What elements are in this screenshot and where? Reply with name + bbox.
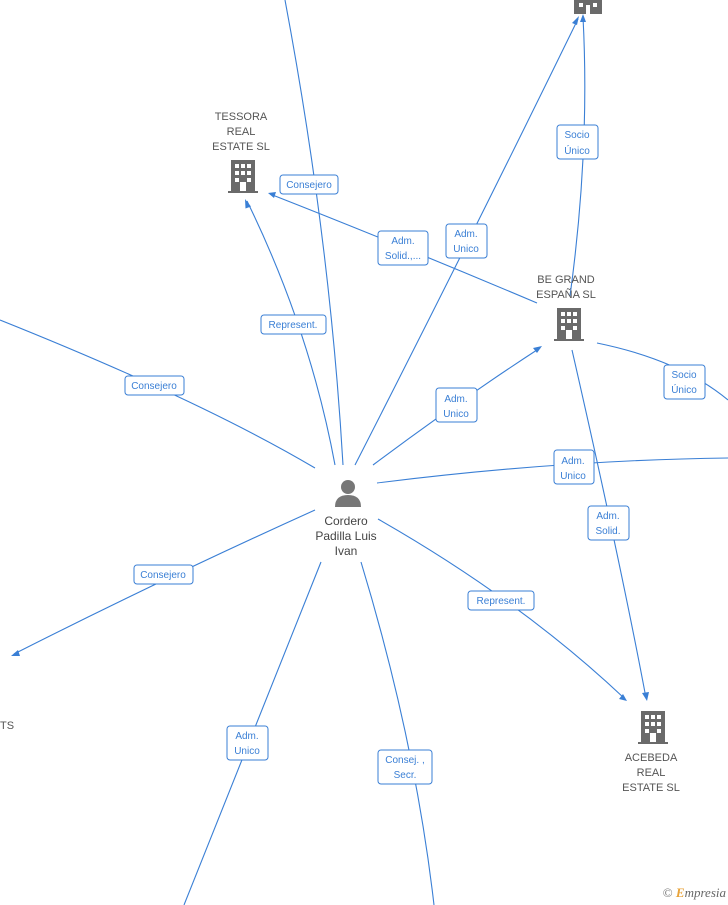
edge-label-text: Único bbox=[564, 144, 590, 157]
acebeda-name-line-3: ESTATE SL bbox=[622, 782, 680, 794]
edge-label-text: Represent. bbox=[269, 320, 318, 331]
edge-label-represent-tessora[interactable]: Represent. bbox=[260, 314, 327, 335]
edge-label-text: Socio bbox=[671, 370, 696, 381]
left-partial-node-name: TS bbox=[0, 720, 14, 732]
edge-label-text: Represent. bbox=[477, 596, 526, 607]
begrand-name-line-1: BE GRAND bbox=[537, 274, 595, 286]
acebeda-name-line-1: ACEBEDA bbox=[625, 752, 678, 764]
brand-name: mpresia bbox=[684, 885, 726, 900]
edge-label-text: Adm. bbox=[596, 511, 619, 522]
edge-label-text: Adm. bbox=[454, 229, 477, 240]
edge-label-adm-unico-begrand[interactable]: Adm. Unico bbox=[435, 387, 478, 423]
edge-label-consejero-lowerleft[interactable]: Consejero bbox=[133, 564, 194, 585]
edge-label-text: Unico bbox=[234, 746, 260, 757]
arrowhead-top-socio bbox=[580, 14, 586, 22]
edge-label-adm-solid-acebeda[interactable]: Adm. Solid. bbox=[587, 505, 630, 541]
edge-label-text: Adm. bbox=[391, 236, 414, 247]
arrowhead-acebeda-represent bbox=[619, 694, 627, 701]
arrowhead-acebeda-adm-solid bbox=[642, 692, 649, 701]
edge-label-text: Unico bbox=[560, 471, 586, 482]
arrowhead-lowerleft-consejero bbox=[11, 650, 20, 656]
edge-label-consejero-left[interactable]: Consejero bbox=[124, 375, 185, 396]
edge-center-bottom-consej-secr bbox=[360, 561, 435, 905]
edge-center-top bbox=[284, 0, 344, 466]
edge-label-adm-unico-bottom[interactable]: Adm. Unico bbox=[226, 725, 269, 761]
edge-label-adm-solid-top[interactable]: Adm. Solid.,... bbox=[377, 230, 429, 266]
arrowheads bbox=[11, 14, 649, 701]
tessora-name-line-2: REAL bbox=[227, 126, 256, 138]
person-name-line-3: Ivan bbox=[335, 544, 358, 558]
acebeda-name-line-2: REAL bbox=[637, 767, 666, 779]
tessora-name-line-3: ESTATE SL bbox=[212, 141, 270, 153]
tessora-name-line-1: TESSORA bbox=[215, 111, 268, 123]
edge-label-text: Adm. bbox=[235, 731, 258, 742]
edge-label-adm-unico-right[interactable]: Adm. Unico bbox=[553, 449, 595, 485]
edge-label-text: Único bbox=[671, 383, 697, 396]
person-icon[interactable] bbox=[335, 480, 361, 507]
edge-label-text: Adm. bbox=[444, 394, 467, 405]
edge-label-socio-unico-top[interactable]: Socio Único bbox=[556, 124, 599, 160]
edge-label-text: Adm. bbox=[561, 456, 584, 467]
empresia-logo: © Empresia bbox=[663, 885, 726, 901]
person-name-line-2: Padilla Luis bbox=[315, 529, 376, 543]
edge-label-text: Unico bbox=[453, 244, 479, 255]
edge-label-text: Consejero bbox=[131, 381, 177, 392]
person-name-line-1: Cordero bbox=[324, 514, 368, 528]
copyright-symbol: © bbox=[662, 885, 673, 900]
edge-label-text: Consejero bbox=[140, 570, 186, 581]
arrowhead-begrand-adm-unico bbox=[533, 346, 542, 353]
edge-label-text: Secr. bbox=[394, 770, 417, 781]
edge-center-left-consejero bbox=[0, 319, 316, 469]
arrowhead-top-adm-unico bbox=[572, 16, 579, 25]
building-icon-begrand[interactable] bbox=[554, 308, 584, 341]
building-icon-top[interactable] bbox=[574, 0, 602, 14]
edge-label-text: Socio bbox=[564, 130, 589, 141]
edge-label-text: Solid. bbox=[595, 526, 620, 537]
building-icon-acebeda[interactable] bbox=[638, 711, 668, 744]
edge-begrand-acebeda-adm-solid bbox=[571, 349, 647, 699]
arrowhead-tessora-adm-solid bbox=[268, 192, 276, 198]
edge-label-text: Consej. , bbox=[385, 755, 424, 766]
building-icon-tessora[interactable] bbox=[228, 160, 258, 193]
brand-initial: E bbox=[675, 885, 685, 900]
edge-label-represent-acebeda[interactable]: Represent. bbox=[467, 590, 535, 611]
edge-begrand-right-socio bbox=[596, 342, 728, 401]
edge-center-right-adm-unico bbox=[376, 457, 728, 484]
edge-label-socio-unico-right[interactable]: Socio Único bbox=[663, 364, 706, 400]
edge-label-text: Consejero bbox=[286, 180, 332, 191]
begrand-name-line-2: ESPAÑA SL bbox=[536, 288, 596, 301]
arrowhead-tessora-represent bbox=[245, 199, 251, 209]
edge-label-consej-secr[interactable]: Consej. , Secr. bbox=[377, 749, 433, 785]
edge-label-text: Unico bbox=[443, 409, 469, 420]
edge-label-adm-unico-top[interactable]: Adm. Unico bbox=[445, 223, 488, 259]
edge-label-text: Solid.,... bbox=[385, 251, 421, 262]
edge-label-consejero-top[interactable]: Consejero bbox=[279, 174, 339, 195]
